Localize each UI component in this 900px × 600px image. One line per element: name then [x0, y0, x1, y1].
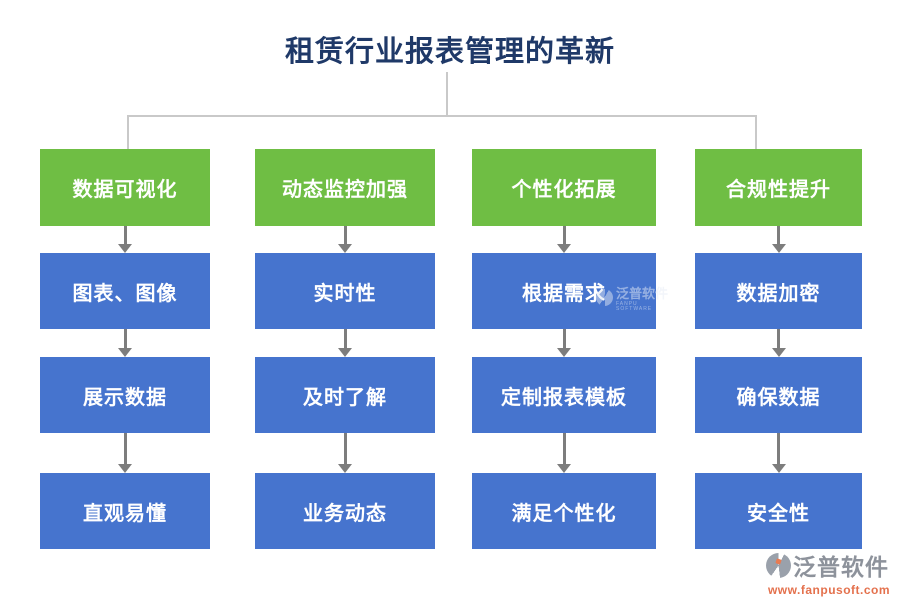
- column-compliance: 合规性提升 数据加密 确保数据 安全性: [695, 149, 862, 549]
- step-box: 定制报表模板: [472, 357, 656, 433]
- down-arrow-icon: [771, 226, 786, 253]
- column-header: 合规性提升: [695, 149, 862, 226]
- connector-drop-right: [755, 115, 757, 150]
- page-title: 租赁行业报表管理的革新: [284, 36, 615, 68]
- down-arrow-icon: [338, 433, 352, 473]
- down-arrow-icon: [771, 329, 786, 357]
- step-box: 业务动态: [255, 473, 435, 549]
- step-box: 直观易懂: [40, 473, 210, 549]
- step-box: 确保数据: [695, 357, 862, 433]
- step-box: 安全性: [695, 473, 862, 549]
- footer-logo-name: 泛普软件: [793, 554, 889, 580]
- connector-drop-left: [127, 115, 129, 150]
- footer-logo-url: www.fanpusoft.com: [767, 583, 891, 597]
- fanpu-logo-icon: [766, 552, 791, 578]
- step-box: 数据加密: [695, 253, 862, 329]
- down-arrow-icon: [338, 329, 352, 357]
- down-arrow-icon: [557, 433, 571, 473]
- step-box: 实时性: [255, 253, 435, 329]
- column-header: 数据可视化: [40, 149, 210, 226]
- connector-horizontal: [127, 115, 757, 117]
- down-arrow-icon: [118, 329, 132, 357]
- step-box: 根据需求: [472, 253, 656, 329]
- column-data-visualization: 数据可视化 图表、图像 展示数据 直观易懂: [40, 149, 210, 549]
- step-box: 图表、图像: [40, 253, 210, 329]
- step-box: 及时了解: [255, 357, 435, 433]
- down-arrow-icon: [118, 433, 132, 473]
- down-arrow-icon: [118, 226, 132, 253]
- column-dynamic-monitoring: 动态监控加强 实时性 及时了解 业务动态: [255, 149, 435, 549]
- footer-logo: 泛普软件 www.fanpusoft.com: [766, 548, 892, 597]
- step-box: 展示数据: [40, 357, 210, 433]
- down-arrow-icon: [771, 433, 786, 473]
- step-box: 满足个性化: [472, 473, 656, 549]
- connector-stem: [446, 72, 448, 116]
- column-header: 个性化拓展: [472, 149, 656, 226]
- column-personalization: 个性化拓展 根据需求 定制报表模板 满足个性化: [472, 149, 656, 549]
- down-arrow-icon: [557, 329, 571, 357]
- column-header: 动态监控加强: [255, 149, 435, 226]
- down-arrow-icon: [338, 226, 352, 253]
- down-arrow-icon: [557, 226, 571, 253]
